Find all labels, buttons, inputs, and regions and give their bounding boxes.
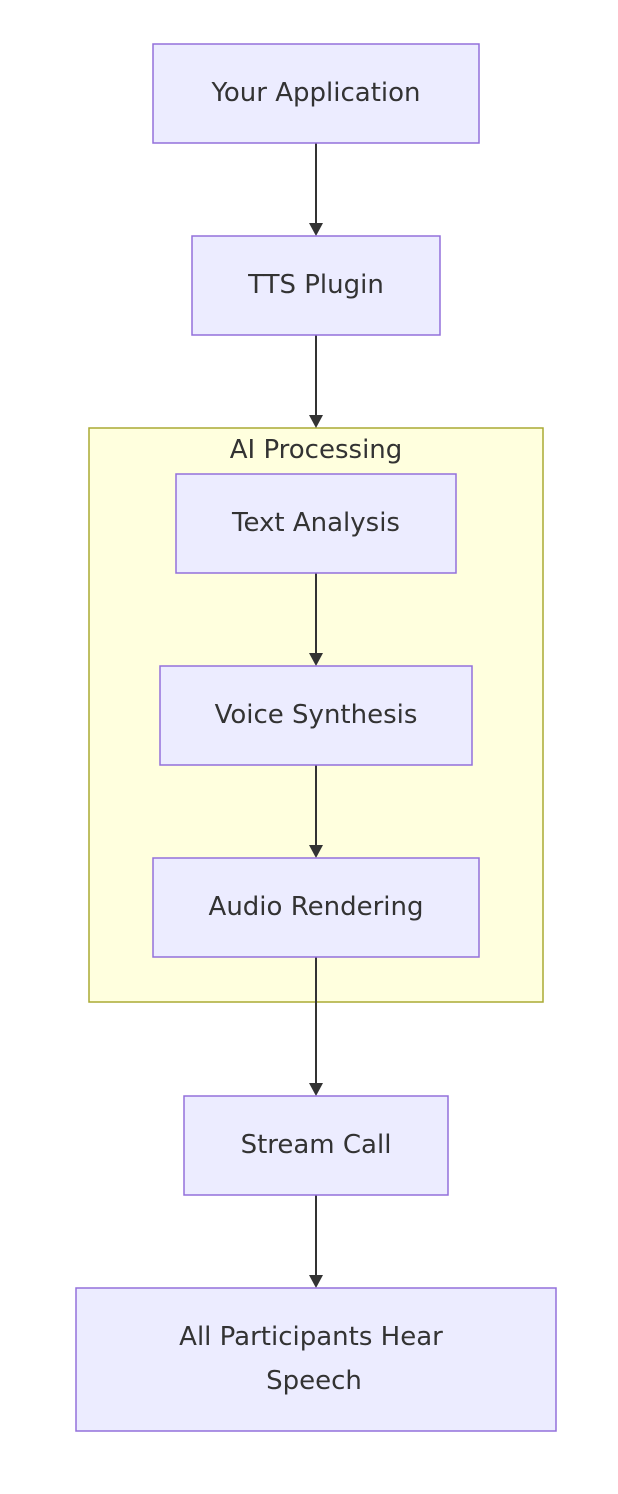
node-your-application[interactable]: Your Application <box>152 43 480 144</box>
edges <box>309 143 323 1288</box>
node-participants-label-line-2: Speech <box>266 1366 362 1396</box>
arrowhead-icon <box>309 653 323 666</box>
node-participants-label-line-1: All Participants Hear <box>179 1322 443 1352</box>
node-voice-synthesis-label: Voice Synthesis <box>215 700 418 730</box>
node-your-application-label: Your Application <box>210 78 420 108</box>
node-audio-rendering-label: Audio Rendering <box>209 892 424 922</box>
arrowhead-icon <box>309 1083 323 1096</box>
cluster-ai-processing-label: AI Processing <box>230 435 403 465</box>
node-stream-call[interactable]: Stream Call <box>183 1095 449 1196</box>
node-tts-plugin-label: TTS Plugin <box>247 270 384 300</box>
arrowhead-icon <box>309 1275 323 1288</box>
node-voice-synthesis[interactable]: Voice Synthesis <box>159 665 473 766</box>
node-text-analysis-label: Text Analysis <box>231 508 400 538</box>
node-tts-plugin[interactable]: TTS Plugin <box>191 235 441 336</box>
arrowhead-icon <box>309 845 323 858</box>
arrowhead-icon <box>309 223 323 236</box>
node-all-participants-hear-speech[interactable]: All Participants Hear Speech <box>75 1287 557 1432</box>
node-stream-call-label: Stream Call <box>241 1130 392 1160</box>
arrowhead-icon <box>309 415 323 428</box>
node-audio-rendering[interactable]: Audio Rendering <box>152 857 480 958</box>
node-text-analysis[interactable]: Text Analysis <box>175 473 457 574</box>
